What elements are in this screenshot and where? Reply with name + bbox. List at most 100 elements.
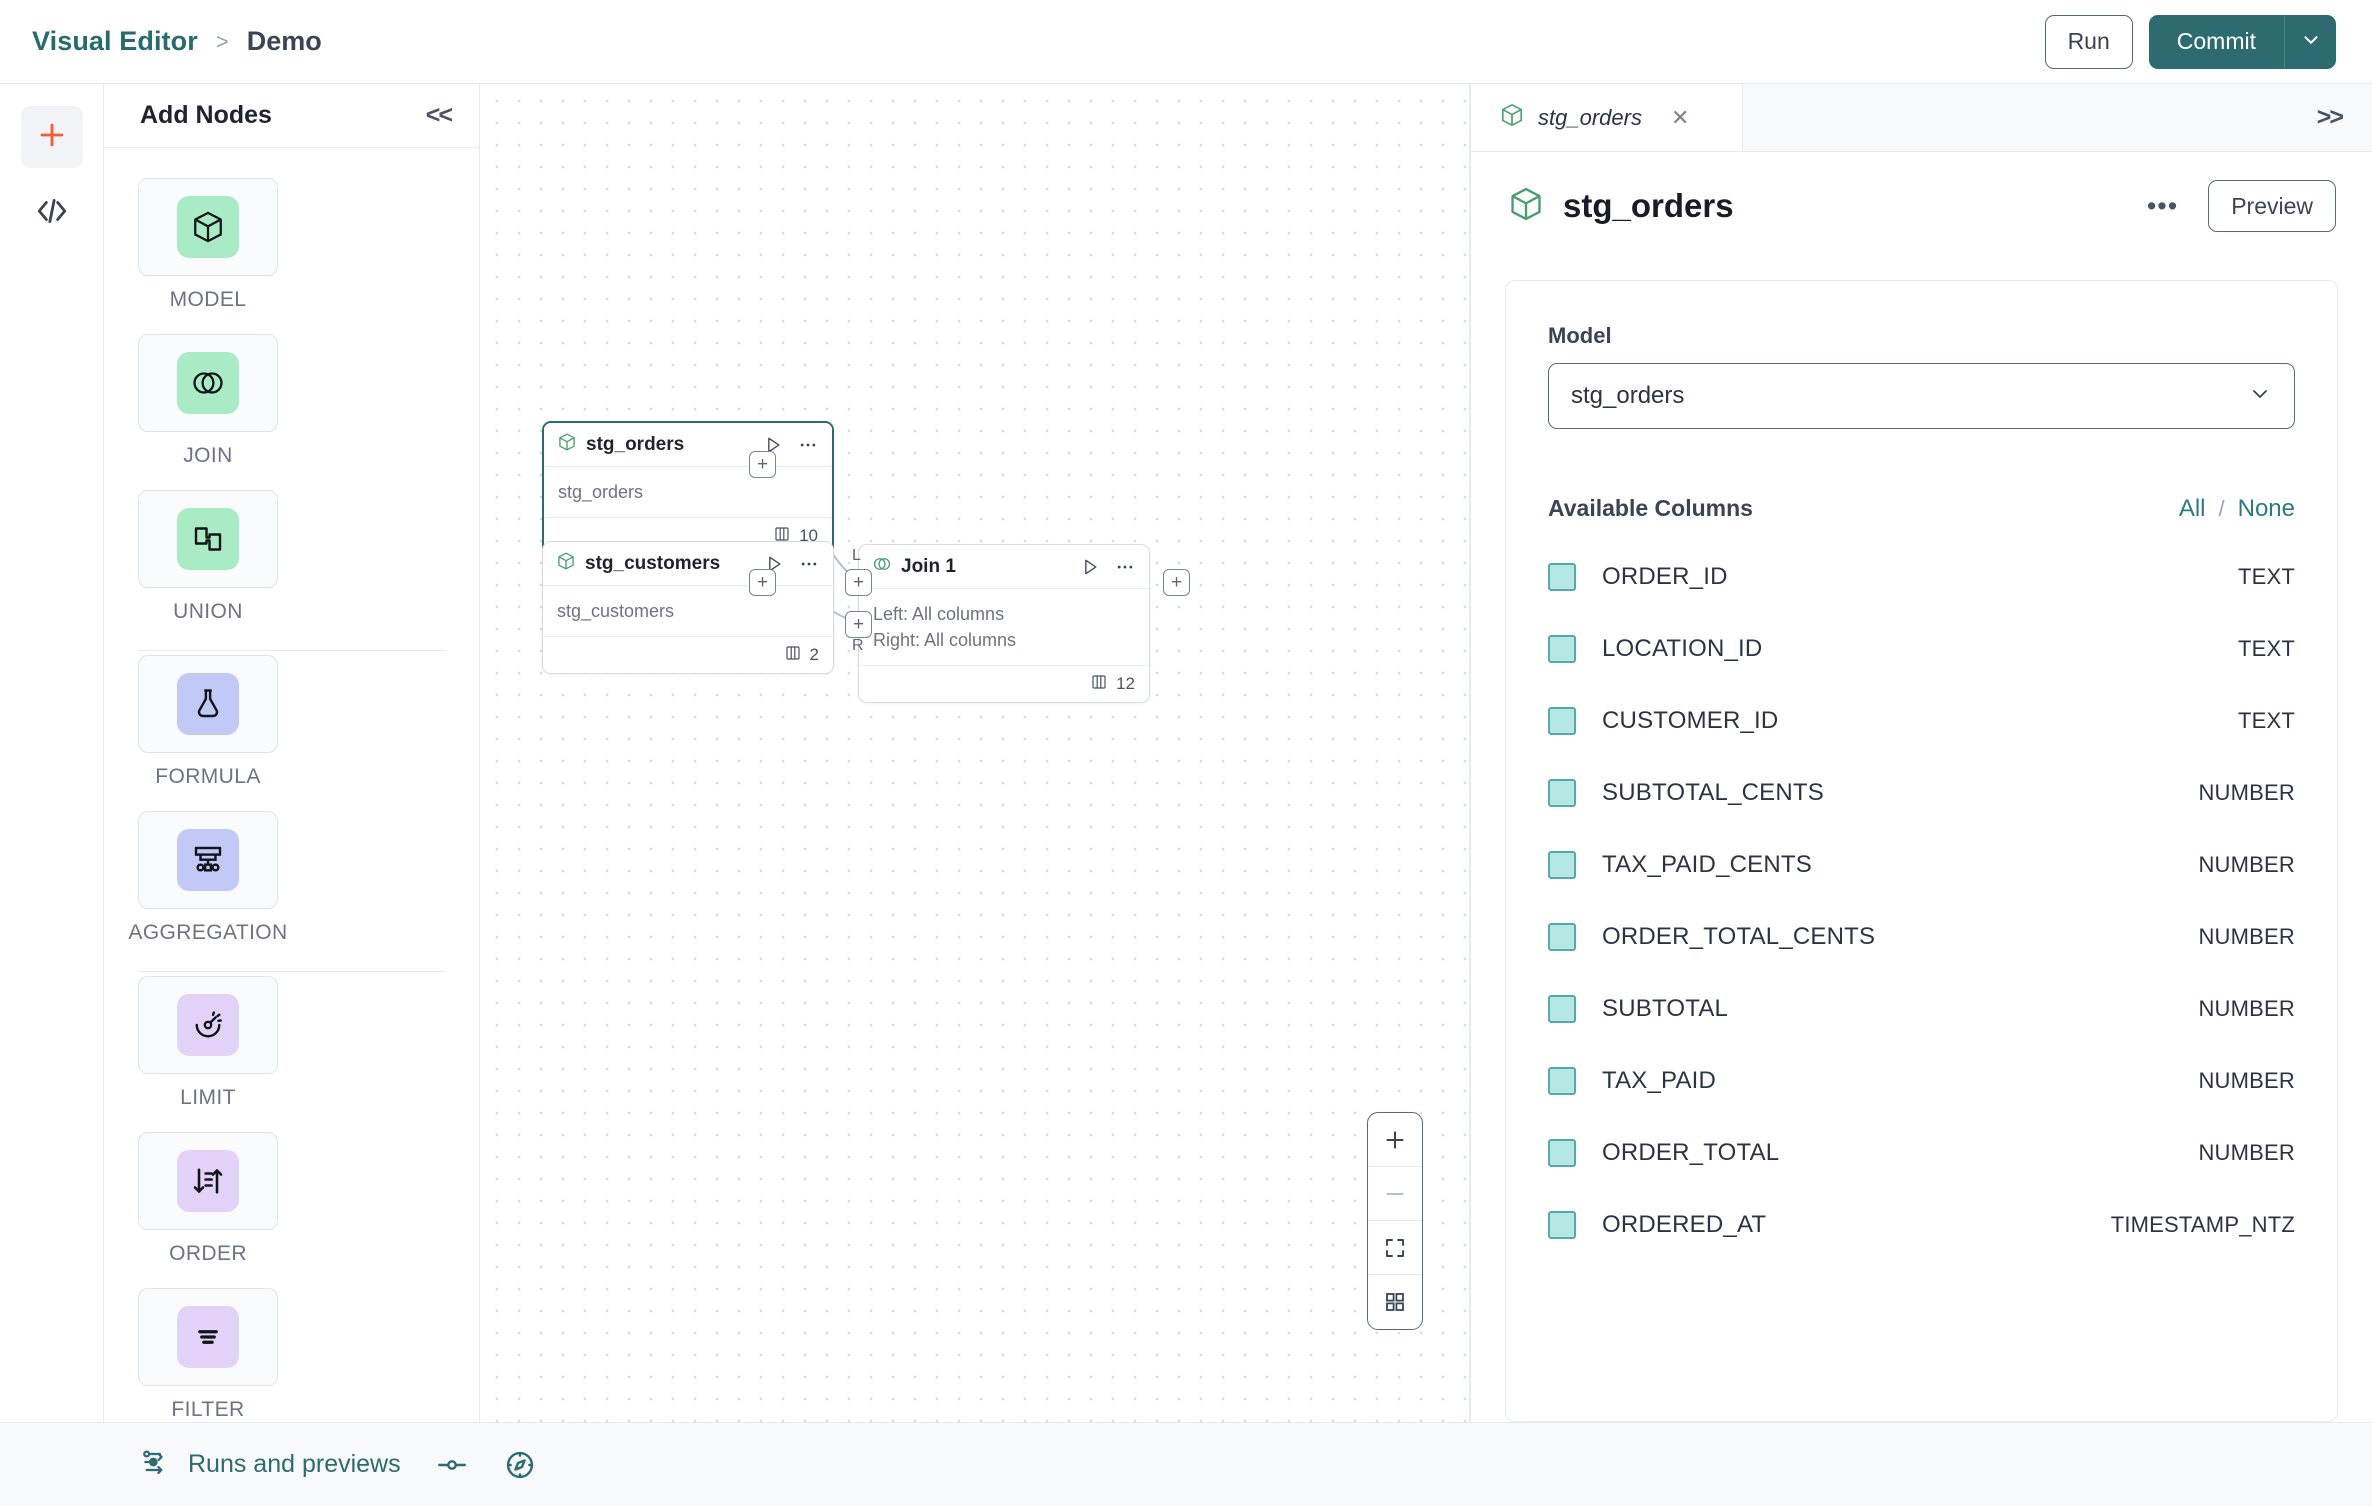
commit-button[interactable]: Commit <box>2148 14 2284 69</box>
node-output-port-stg-customers[interactable]: + <box>749 569 776 596</box>
compass-icon[interactable] <box>503 1448 537 1482</box>
node-palette-item-aggregation[interactable]: AGGREGATION <box>128 811 287 945</box>
column-name: SUBTOTAL_CENTS <box>1602 779 1824 806</box>
column-checkbox[interactable] <box>1548 635 1576 663</box>
select-all-link[interactable]: All <box>2178 495 2206 522</box>
column-row[interactable]: SUBTOTAL_CENTS NUMBER <box>1548 757 2295 829</box>
select-none-link[interactable]: None <box>2237 495 2295 522</box>
palette-divider-1 <box>104 624 479 655</box>
node-palette-label: MODEL <box>169 288 247 311</box>
preview-button[interactable]: Preview <box>2208 180 2336 232</box>
top-bar: Visual Editor > Demo Run Commit <box>0 0 2372 84</box>
node-palette-item-model[interactable]: MODEL <box>138 178 278 312</box>
column-checkbox[interactable] <box>1548 563 1576 591</box>
available-columns-header: Available Columns All / None <box>1548 495 2295 523</box>
column-checkbox[interactable] <box>1548 779 1576 807</box>
join-input-port-left[interactable]: + <box>845 569 872 596</box>
node-run-icon[interactable] <box>764 554 784 574</box>
run-button[interactable]: Run <box>2044 14 2133 69</box>
node-group-row-ops: LIMIT ORDER <box>104 976 479 1422</box>
node-menu-icon[interactable] <box>1115 557 1135 577</box>
select-divider: / <box>2218 496 2225 521</box>
node-palette-label: FILTER <box>171 1398 245 1421</box>
close-icon[interactable]: ✕ <box>1670 104 1690 130</box>
node-output-port-stg-orders[interactable]: + <box>749 451 776 478</box>
column-row[interactable]: TAX_PAID NUMBER <box>1548 1045 2295 1117</box>
column-checkbox[interactable] <box>1548 1211 1576 1239</box>
column-type: TEXT <box>2237 636 2295 661</box>
bottom-bar: Runs and previews <box>0 1422 2372 1506</box>
node-palette-item-order[interactable]: ORDER <box>138 1132 278 1266</box>
column-name: TAX_PAID_CENTS <box>1602 851 1812 878</box>
filter-icon <box>177 1306 239 1368</box>
plus-icon <box>35 118 69 157</box>
join-input-port-right[interactable]: + <box>845 611 872 638</box>
canvas-node-stg-orders[interactable]: stg_orders stg_orders 10 <box>542 421 834 557</box>
column-checkbox[interactable] <box>1548 1139 1576 1167</box>
code-view-rail-button[interactable] <box>21 182 83 244</box>
join-left-port-label: L <box>852 547 861 564</box>
column-type: TIMESTAMP_NTZ <box>2110 1212 2295 1237</box>
runs-and-previews-button[interactable]: Runs and previews <box>140 1446 401 1483</box>
column-row[interactable]: CUSTOMER_ID TEXT <box>1548 685 2295 757</box>
node-palette-label: JOIN <box>183 444 233 467</box>
model-select[interactable]: stg_orders <box>1548 363 2295 429</box>
column-type: TEXT <box>2237 708 2295 733</box>
node-column-count: 10 <box>799 526 818 546</box>
node-menu-icon[interactable] <box>798 435 818 455</box>
flow-canvas[interactable]: stg_orders stg_orders 10 <box>480 84 1470 1422</box>
main-body: Add Nodes << MODEL <box>0 84 2372 1422</box>
node-tile <box>138 1132 278 1230</box>
column-checkbox[interactable] <box>1548 851 1576 879</box>
node-title: stg_orders <box>586 433 685 455</box>
column-row[interactable]: ORDER_TOTAL NUMBER <box>1548 1117 2295 1189</box>
column-row[interactable]: LOCATION_ID TEXT <box>1548 613 2295 685</box>
expand-panel-button[interactable]: >> <box>2316 103 2344 131</box>
tab-stg-orders[interactable]: stg_orders ✕ <box>1471 84 1743 151</box>
column-checkbox[interactable] <box>1548 1067 1576 1095</box>
column-checkbox[interactable] <box>1548 923 1576 951</box>
runs-and-previews-label: Runs and previews <box>188 1450 401 1478</box>
grid-toggle-icon[interactable] <box>1368 1275 1422 1329</box>
node-menu-icon[interactable] <box>799 554 819 574</box>
node-run-icon[interactable] <box>763 435 783 455</box>
columns-icon <box>784 644 802 667</box>
panel-menu-button[interactable]: ••• <box>2146 190 2179 221</box>
node-palette-item-formula[interactable]: FORMULA <box>138 655 278 789</box>
node-header: stg_orders <box>544 423 832 467</box>
zoom-out-icon[interactable] <box>1368 1167 1422 1221</box>
canvas-node-stg-customers[interactable]: stg_customers stg_customers 2 <box>542 541 834 675</box>
slider-toggle-icon[interactable] <box>435 1448 469 1482</box>
column-row[interactable]: ORDER_TOTAL_CENTS NUMBER <box>1548 901 2295 973</box>
node-palette-item-limit[interactable]: LIMIT <box>138 976 278 1110</box>
panel-tabs: stg_orders ✕ >> <box>1471 84 2372 152</box>
node-subtitle-right: Right: All columns <box>873 630 1017 651</box>
breadcrumb: Visual Editor > Demo <box>32 26 322 57</box>
available-columns-title: Available Columns <box>1548 495 1753 521</box>
column-row[interactable]: ORDERED_AT TIMESTAMP_NTZ <box>1548 1189 2295 1261</box>
column-row[interactable]: ORDER_ID TEXT <box>1548 541 2295 613</box>
node-run-icon[interactable] <box>1080 557 1100 577</box>
canvas-zoom-controls <box>1367 1112 1423 1330</box>
node-palette-item-join[interactable]: JOIN <box>138 334 278 468</box>
canvas-node-join-1[interactable]: Join 1 Left: All columns Right: All colu… <box>858 544 1150 704</box>
join-right-port-label: R <box>852 637 864 654</box>
add-node-rail-button[interactable] <box>20 106 83 168</box>
column-row[interactable]: TAX_PAID_CENTS NUMBER <box>1548 829 2295 901</box>
column-checkbox[interactable] <box>1548 707 1576 735</box>
column-row[interactable]: SUBTOTAL NUMBER <box>1548 973 2295 1045</box>
limit-icon <box>177 994 239 1056</box>
commit-dropdown-button[interactable] <box>2284 14 2336 69</box>
node-palette-item-filter[interactable]: FILTER <box>138 1288 278 1422</box>
order-icon <box>177 1150 239 1212</box>
fit-screen-icon[interactable] <box>1368 1221 1422 1275</box>
join-output-port[interactable]: + <box>1163 569 1190 596</box>
breadcrumb-root-link[interactable]: Visual Editor <box>32 26 198 56</box>
collapse-panel-button[interactable]: << <box>425 101 453 129</box>
column-checkbox[interactable] <box>1548 995 1576 1023</box>
zoom-in-icon[interactable] <box>1368 1113 1422 1167</box>
node-palette-item-union[interactable]: UNION <box>138 490 278 624</box>
node-tile <box>138 655 278 753</box>
details-panel: stg_orders ✕ >> stg_orders ••• Preview M… <box>1470 84 2372 1422</box>
